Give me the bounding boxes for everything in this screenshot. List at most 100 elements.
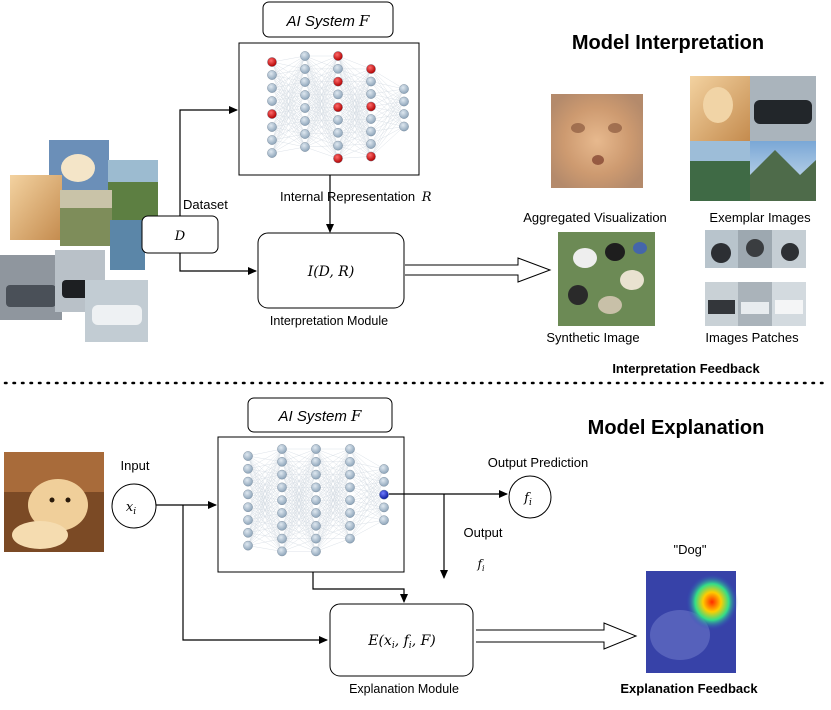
top-neuron — [333, 140, 343, 151]
bottom-connection — [247, 545, 283, 552]
dataset-photo-collage — [0, 140, 158, 342]
bottom-connection — [247, 448, 283, 469]
top-connection — [337, 68, 372, 95]
bottom-neuron — [345, 521, 355, 531]
bottom-neuron — [277, 521, 287, 531]
explain-module-formula: E(xi, fi, F) — [367, 633, 436, 651]
top-connection — [370, 88, 405, 120]
top-connection — [337, 68, 372, 108]
top-neuron — [399, 84, 409, 94]
golden-puppy-photo — [10, 175, 62, 240]
hollow-arrow-explain — [476, 622, 638, 650]
output-label-var: fi — [476, 557, 484, 573]
explanation-section-title: Model Explanation — [588, 417, 765, 439]
top-connection — [271, 55, 306, 102]
top-connection — [337, 68, 372, 121]
top-neuron — [333, 64, 343, 74]
top-connection — [271, 146, 306, 154]
arrow-system-to-explain — [312, 572, 408, 603]
top-neuron — [399, 121, 409, 132]
top-system-title-box — [262, 1, 394, 38]
bottom-neuron — [277, 469, 287, 480]
top-connection — [337, 68, 372, 146]
interp-module-box — [257, 232, 405, 309]
bottom-neuron — [379, 476, 389, 487]
bottom-connection — [281, 487, 317, 552]
top-connection — [304, 146, 339, 159]
bottom-neuron — [311, 444, 321, 454]
top-connection — [337, 143, 372, 159]
bottom-neuron — [379, 515, 389, 526]
top-connection — [304, 55, 339, 122]
top-connection — [370, 113, 405, 157]
bottom-connection — [281, 448, 317, 501]
bottom-connection — [315, 538, 351, 552]
top-connection — [304, 94, 339, 148]
aggregated-visualization-image — [551, 94, 643, 188]
bottom-neuron — [345, 482, 355, 493]
bottom-neuron — [277, 482, 287, 493]
bottom-neuron — [311, 521, 321, 531]
bottom-neuron — [243, 540, 253, 551]
bottom-connection — [349, 468, 385, 475]
top-connection — [370, 88, 405, 95]
bottom-neuron — [345, 456, 355, 467]
bottom-connection — [281, 525, 317, 552]
top-system-title: AI System F — [286, 12, 371, 30]
top-active-neuron — [267, 57, 277, 67]
top-connection — [304, 55, 339, 109]
bottom-connection — [247, 448, 283, 482]
top-neuron — [300, 129, 310, 139]
bottom-connection — [281, 448, 317, 462]
bottom-connection — [315, 448, 351, 462]
top-connection — [304, 132, 339, 148]
bottom-neuron — [311, 508, 321, 518]
bottom-connection — [315, 500, 351, 552]
bottom-connection — [315, 448, 351, 501]
bottom-neuron — [379, 502, 389, 513]
top-connection — [304, 81, 339, 148]
top-connection — [370, 126, 405, 157]
top-connection — [304, 55, 339, 83]
top-neuron — [366, 76, 376, 87]
bottom-connection — [315, 448, 351, 475]
top-neuron — [300, 64, 310, 74]
top-neuron — [333, 89, 343, 100]
bottom-connection — [247, 448, 283, 495]
top-neuron — [267, 96, 277, 106]
input-node — [111, 483, 157, 529]
bottom-connection — [315, 448, 351, 488]
bottom-connection — [349, 468, 385, 526]
bottom-connection — [247, 525, 283, 546]
top-connection — [271, 107, 306, 154]
bottom-neuron — [243, 463, 253, 474]
top-neuron — [267, 148, 277, 158]
top-connection — [271, 55, 306, 76]
bottom-neuron — [277, 456, 287, 467]
bottom-connection — [315, 461, 351, 552]
bottom-connection — [315, 448, 351, 539]
bottom-connection — [349, 448, 385, 470]
bottom-connection — [349, 461, 385, 470]
bottom-neuron — [243, 515, 253, 525]
top-neuron — [267, 135, 277, 145]
bottom-connection — [247, 500, 283, 546]
top-active-neuron — [366, 151, 376, 162]
top-active-neuron — [366, 64, 376, 74]
bottom-connection — [247, 448, 283, 508]
synthetic-label: Synthetic Image — [546, 330, 639, 345]
bottom-connection — [281, 448, 317, 488]
top-connection — [337, 81, 372, 159]
top-active-neuron — [333, 51, 343, 61]
patches-label: Images Patches — [705, 330, 799, 345]
input-dog-photo — [4, 452, 104, 552]
bottom-connection — [247, 448, 283, 546]
bottom-connection — [315, 525, 351, 552]
top-active-neuron — [333, 76, 343, 87]
top-connection — [337, 68, 372, 133]
top-connection — [370, 81, 405, 90]
top-connection — [304, 68, 339, 148]
bottom-connection — [349, 468, 385, 514]
